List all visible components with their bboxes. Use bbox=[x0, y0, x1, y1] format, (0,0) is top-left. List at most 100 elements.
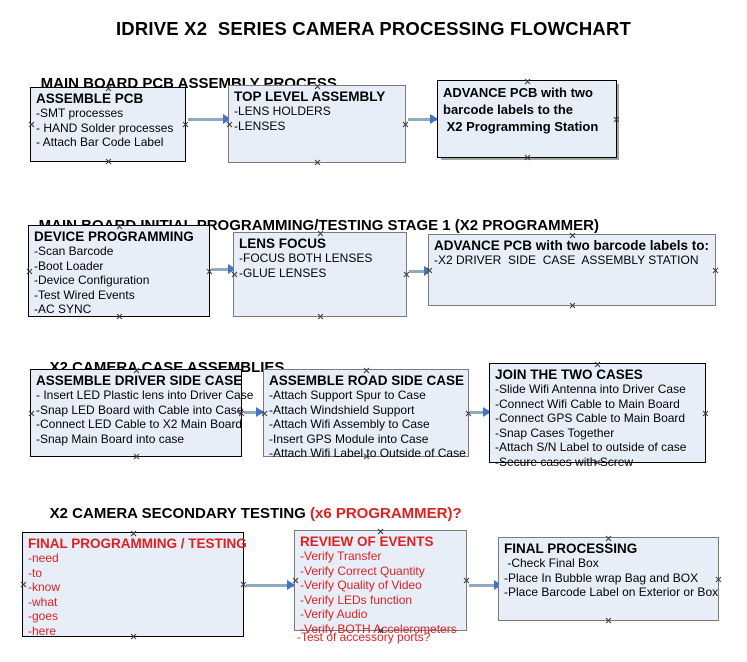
flow-box-line: -Attach Support Spur to Case bbox=[269, 388, 426, 402]
flow-box-assemble-driver-side-case[interactable]: ASSEMBLE DRIVER SIDE CASE - Insert LED P… bbox=[28, 369, 254, 460]
section-heading-x2-camera-secondary-testing: X2 CAMERA SECONDARY TESTING (x6 PROGRAMM… bbox=[33, 488, 462, 539]
connector-arrow bbox=[188, 118, 228, 121]
resize-handle-left[interactable] bbox=[426, 267, 433, 274]
flow-box-line: -LENS HOLDERS bbox=[234, 104, 331, 118]
flow-box-line: -Connect LED Cable to X2 Main Board bbox=[36, 417, 243, 431]
flow-box-line: X2 Programming Station bbox=[443, 119, 599, 134]
flow-box-line: barcode labels to the bbox=[443, 102, 574, 117]
flow-box-lens-focus[interactable]: LENS FOCUS -FOCUS BOTH LENSES -GLUE LENS… bbox=[233, 232, 407, 317]
resize-handle-left[interactable] bbox=[261, 410, 268, 417]
flow-box-device-programming[interactable]: DEVICE PROGRAMMING -Scan Barcode -Boot L… bbox=[28, 225, 210, 317]
flow-box-title: FINAL PROCESSING bbox=[504, 541, 638, 556]
flow-box-line: -Attach S/N Label to outside of case bbox=[495, 440, 687, 454]
resize-handle-right[interactable] bbox=[182, 121, 189, 128]
flow-box-line: -Snap Main Board into case bbox=[36, 431, 185, 446]
flow-box-line: -here bbox=[28, 623, 57, 638]
flow-box-review-of-events[interactable]: REVIEW OF EVENTS -Verify Transfer -Verif… bbox=[292, 530, 470, 636]
flow-box-top-level-assembly[interactable]: TOP LEVEL ASSEMBLY -LENS HOLDERS -LENSES bbox=[228, 85, 406, 163]
connector-arrow bbox=[244, 411, 264, 414]
flow-box-title: DEVICE PROGRAMMING bbox=[34, 229, 194, 244]
section-heading-text: X2 CAMERA SECONDARY TESTING bbox=[49, 505, 310, 522]
flow-box-line: -Connect Wifi Cable to Main Board bbox=[495, 396, 680, 411]
flow-box-assemble-road-side-case[interactable]: ASSEMBLE ROAD SIDE CASE -Attach Support … bbox=[261, 369, 472, 460]
resize-handle-bottom[interactable] bbox=[569, 302, 576, 309]
flow-box-line: -Device Configuration bbox=[34, 273, 150, 287]
flow-box-line: - HAND Solder processes bbox=[36, 120, 174, 135]
connector-arrow bbox=[212, 268, 234, 271]
resize-handle-right[interactable] bbox=[206, 268, 213, 275]
resize-handle-right[interactable] bbox=[403, 271, 410, 278]
flow-box-line: -Snap LED Board with Cable into Case bbox=[36, 402, 244, 417]
resize-handle-bottom[interactable] bbox=[314, 159, 321, 166]
resize-handle-bottom[interactable] bbox=[524, 154, 531, 161]
flow-box-title: TOP LEVEL ASSEMBLY bbox=[234, 89, 386, 104]
resize-handle-left[interactable] bbox=[226, 121, 233, 128]
flow-box-line: -Attach Windshield Support bbox=[269, 402, 415, 417]
resize-handle-left[interactable] bbox=[231, 271, 238, 278]
resize-handle-bottom[interactable] bbox=[105, 158, 112, 165]
resize-handle-right[interactable] bbox=[402, 121, 409, 128]
resize-handle-right[interactable] bbox=[613, 116, 620, 123]
resize-handle-left[interactable] bbox=[20, 581, 27, 588]
flow-box-line: -Slide Wifi Antenna into Driver Case bbox=[495, 382, 686, 396]
resize-handle-left[interactable] bbox=[28, 410, 35, 417]
flow-box-advance-pcb-programming-station[interactable]: ADVANCE PCB with two barcode labels to t… bbox=[437, 80, 617, 158]
flow-box-title: REVIEW OF EVENTS bbox=[300, 534, 434, 549]
flow-box-title: ASSEMBLE DRIVER SIDE CASE bbox=[36, 373, 243, 388]
flow-box-line: -Secure cases with Screw bbox=[495, 454, 634, 469]
flow-box-title: LENS FOCUS bbox=[239, 236, 327, 251]
connector-arrow bbox=[246, 584, 294, 587]
resize-handle-bottom[interactable] bbox=[133, 453, 140, 460]
resize-handle-left[interactable] bbox=[28, 121, 35, 128]
connector-arrow bbox=[408, 118, 437, 121]
flow-box-line: -know bbox=[28, 580, 61, 594]
resize-handle-bottom[interactable] bbox=[605, 617, 612, 624]
flow-box-line: -X2 DRIVER SIDE CASE ASSEMBLY STATION bbox=[434, 253, 699, 267]
resize-handle-left[interactable] bbox=[26, 268, 33, 275]
resize-handle-bottom[interactable] bbox=[317, 313, 324, 320]
flow-box-join-the-two-cases[interactable]: JOIN THE TWO CASES -Slide Wifi Antenna i… bbox=[489, 363, 709, 469]
flow-box-title: ADVANCE PCB with two bbox=[443, 85, 593, 100]
flow-box-line: -Scan Barcode bbox=[34, 244, 114, 258]
resize-handle-right[interactable] bbox=[715, 576, 722, 583]
resize-handle-right[interactable] bbox=[463, 577, 470, 584]
flow-box-line: -Boot Loader bbox=[34, 258, 104, 273]
flow-box-line: -Snap Cases Together bbox=[495, 425, 615, 440]
flow-box-line: -Verify BOTH Accelerometers bbox=[300, 621, 457, 636]
flow-box-line: - Insert LED Plastic lens into Driver Ca… bbox=[36, 388, 254, 402]
resize-handle-left[interactable] bbox=[292, 577, 299, 584]
flow-box-line: -Verify Audio bbox=[300, 607, 368, 621]
flow-box-line: - Attach Bar Code Label bbox=[36, 135, 164, 149]
flow-box-line: -Verify Quality of Video bbox=[300, 578, 422, 592]
flow-box-line: -AC SYNC bbox=[34, 302, 92, 316]
flow-box-final-programming-testing[interactable]: FINAL PROGRAMMING / TESTING -need -to -k… bbox=[20, 532, 247, 638]
flow-box-title: FINAL PROGRAMMING / TESTING bbox=[28, 536, 247, 551]
flow-box-line: -Place In Bubble wrap Bag and BOX bbox=[504, 570, 699, 585]
flow-box-line: -Insert GPS Module into Case bbox=[269, 431, 429, 446]
flow-box-title: ASSEMBLE PCB bbox=[36, 91, 144, 106]
resize-handle-right[interactable] bbox=[702, 410, 709, 417]
flow-box-line: -GLUE LENSES bbox=[239, 265, 327, 280]
flow-box-advance-pcb-driver-side-case[interactable]: ADVANCE PCB with two barcode labels to: … bbox=[428, 234, 716, 306]
resize-handle-right[interactable] bbox=[712, 267, 719, 274]
flow-box-line: -LENSES bbox=[234, 118, 286, 133]
flow-box-line: -SMT processes bbox=[36, 106, 124, 120]
flow-box-overflow-line: -Test of accessory ports? bbox=[297, 630, 431, 644]
resize-handle-right[interactable] bbox=[240, 581, 247, 588]
connector-arrow bbox=[470, 411, 490, 414]
flow-box-title: ASSEMBLE ROAD SIDE CASE bbox=[269, 373, 465, 388]
flow-box-final-processing[interactable]: FINAL PROCESSING -Check Final Box -Place… bbox=[498, 537, 719, 621]
flow-box-line: -Verify LEDs function bbox=[300, 592, 413, 607]
flow-box-line: -Verify Transfer bbox=[300, 549, 382, 563]
flow-box-line: -Check Final Box bbox=[504, 556, 599, 570]
flow-box-line: -what bbox=[28, 594, 58, 609]
page-title: IDRIVE X2 SERIES CAMERA PROCESSING FLOWC… bbox=[115, 18, 632, 39]
flow-box-title: JOIN THE TWO CASES bbox=[495, 367, 643, 382]
section-heading-suffix: (x6 PROGRAMMER)? bbox=[309, 505, 462, 522]
flow-box-line: -goes bbox=[28, 609, 59, 623]
flow-box-assemble-pcb[interactable]: ASSEMBLE PCB -SMT processes - HAND Solde… bbox=[30, 87, 186, 162]
flow-box-line: -FOCUS BOTH LENSES bbox=[239, 251, 373, 265]
flow-box-line: -Connect GPS Cable to Main Board bbox=[495, 411, 686, 425]
resize-handle-right[interactable] bbox=[465, 410, 472, 417]
